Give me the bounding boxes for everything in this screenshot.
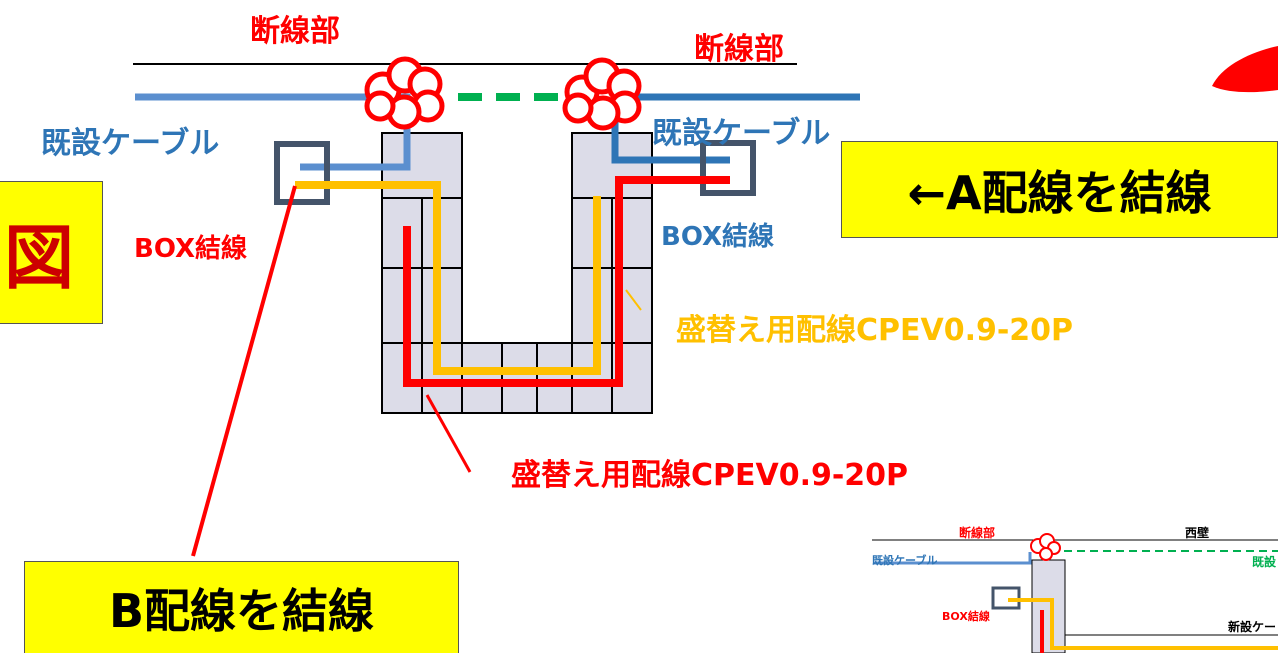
red-wire: [403, 176, 730, 387]
thumb-cable-label: 既設ケーブル: [872, 554, 938, 567]
red-wiring-label: 盛替え用配線CPEV0.9-20P: [511, 458, 909, 493]
thumbnail-diagram: [872, 533, 1278, 653]
callout-b-wiring: B配線を結線: [24, 561, 459, 653]
callout-a-wiring: ←A配線を結線: [841, 141, 1278, 238]
trench-grid: [381, 132, 653, 414]
orange-wire: [295, 181, 601, 375]
break-cloud-left: [364, 56, 445, 130]
red-wire-pointer: [425, 394, 472, 473]
thumb-cable-right-label: 既設: [1252, 555, 1277, 569]
thumb-new-cable-label: 新設ケー: [1228, 620, 1277, 634]
b-pointer-line: [191, 185, 297, 557]
cable-label-left: 既設ケーブル: [41, 126, 220, 161]
break-label-left: 断線部: [250, 14, 340, 49]
thumb-break-label: 断線部: [959, 526, 996, 540]
break-label-right: 断線部: [694, 32, 784, 67]
existing-cable-left: [135, 93, 411, 171]
orange-wiring-label: 盛替え用配線CPEV0.9-20P: [676, 313, 1074, 348]
box-label-right: BOX結線: [661, 222, 775, 252]
thumb-west-wall-label: 西壁: [1185, 526, 1210, 540]
cable-label-right: 既設ケーブル: [652, 116, 831, 151]
break-cloud-right: [562, 57, 642, 131]
box-label-left: BOX結線: [134, 234, 248, 264]
box-left: [274, 141, 330, 205]
existing-cable-right: [611, 93, 860, 164]
thumb-box-label: BOX結線: [942, 610, 990, 623]
orange-wire-pointer: [625, 289, 642, 311]
box-right: [700, 140, 756, 196]
red-shape: [1212, 46, 1278, 93]
figure-callout: 図: [0, 181, 103, 324]
